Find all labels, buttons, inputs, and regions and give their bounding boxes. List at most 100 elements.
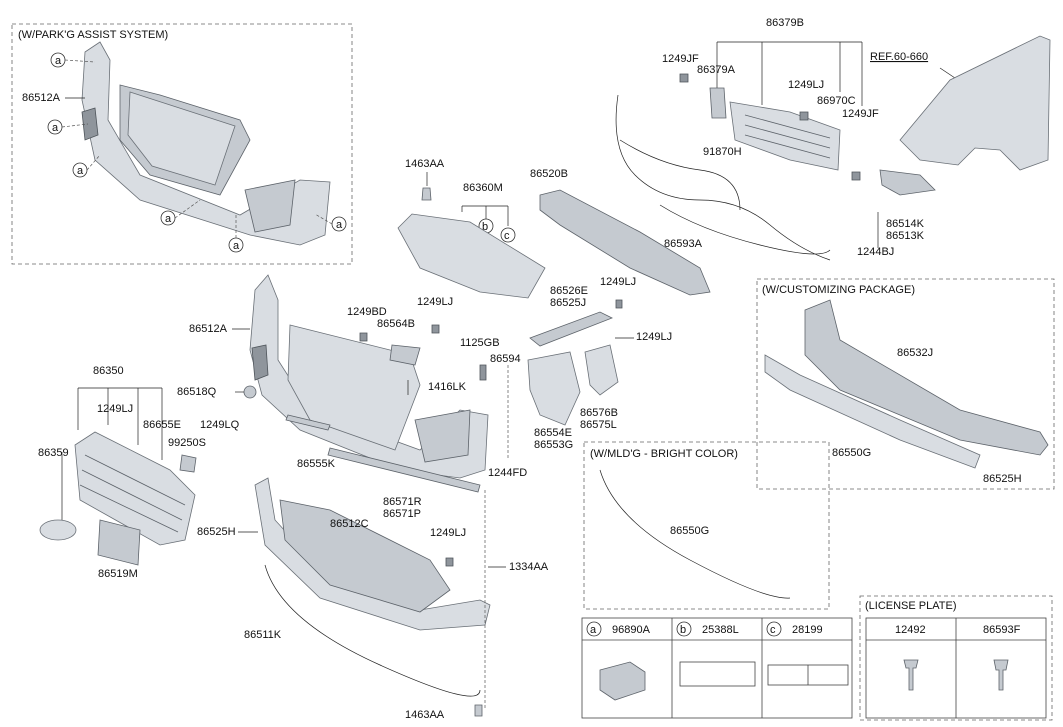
grille-86350 (74, 431, 196, 546)
svg-text:a: a (233, 240, 240, 252)
clip-1463AA (421, 187, 432, 201)
park-assist-title: (W/PARK'G ASSIST SYSTEM) (18, 29, 168, 41)
label-86532J: 86532J (897, 347, 933, 359)
label-91870H: 91870H (703, 146, 742, 158)
label-86564B: 86564B (377, 318, 415, 330)
parts-table-license: 12492 86593F (865, 617, 1047, 719)
label-86526E: 86526E (550, 285, 588, 297)
cap-86518Q (243, 385, 257, 399)
label-86513K: 86513K (886, 230, 925, 242)
svg-text:b: b (482, 221, 488, 233)
label-86575L: 86575L (580, 419, 617, 431)
label-1249BD: 1249BD (347, 306, 387, 318)
label-86525H-left: 86525H (197, 526, 236, 538)
sensor-96890A (599, 661, 646, 701)
label-86359: 86359 (38, 447, 69, 459)
bracket-99250S (179, 454, 197, 473)
license-part-2: 86593F (983, 624, 1021, 636)
label-86518Q: 86518Q (177, 386, 217, 398)
radiator-cover-86360M (397, 213, 546, 299)
strip-86555K (285, 414, 331, 431)
bumper-cover-park-assist (81, 41, 331, 246)
label-86594: 86594 (490, 353, 521, 365)
emblem-86359 (39, 519, 77, 541)
grille-86512C (279, 499, 451, 613)
strip-86511K (264, 564, 481, 697)
svg-text:a: a (52, 122, 59, 134)
customizing-frame (756, 278, 1055, 490)
label-86550G-mid: 86550G (670, 525, 709, 537)
license-frame (859, 595, 1053, 721)
label-1244FD: 1244FD (488, 467, 527, 479)
label-86350: 86350 (93, 365, 124, 377)
label-86593A: 86593A (664, 238, 703, 250)
customizing-title: (W/CUSTOMIZING PACKAGE) (762, 284, 915, 296)
label-86512C: 86512C (330, 518, 369, 530)
bolt-1249JF-a (679, 73, 689, 83)
label-1249LJ-a: 1249LJ (788, 79, 824, 91)
strip-86526E (529, 311, 613, 347)
ref-fender[interactable]: REF.60-660 (870, 51, 928, 63)
label-1249LQ: 1249LQ (200, 419, 240, 431)
label-86525J: 86525J (550, 297, 586, 309)
label-1249LJ-b: 1249LJ (600, 276, 636, 288)
svg-text:a: a (336, 219, 343, 231)
label-1249LJ-c: 1249LJ (636, 331, 672, 343)
label-86525H-right: 86525H (983, 473, 1022, 485)
license-part-1: 12492 (895, 624, 926, 636)
license-title: (LICENSE PLATE) (865, 600, 957, 612)
label-86512A-top: 86512A (22, 92, 61, 104)
label-1249LJ-e: 1249LJ (97, 403, 133, 415)
label-1244BJ: 1244BJ (857, 246, 894, 258)
label-86553G: 86553G (534, 439, 573, 451)
callout-a-group: a a a a a a (47, 52, 347, 253)
beam-absorber-86520B (539, 189, 711, 296)
svg-text:c: c (504, 230, 510, 242)
label-1249JF-a: 1249JF (662, 53, 699, 65)
svg-text:a: a (55, 55, 62, 67)
mldg-frame (583, 441, 830, 610)
label-86379B: 86379B (766, 17, 804, 29)
bracket-86564B (389, 344, 421, 366)
bracket-86554E (527, 351, 581, 426)
fender-outline (899, 35, 1051, 171)
svg-text:a: a (590, 624, 597, 636)
label-86571P: 86571P (383, 508, 421, 520)
label-1463AA-a: 1463AA (405, 158, 445, 170)
label-86571R: 86571R (383, 496, 422, 508)
molding-86550G (599, 469, 791, 599)
park-assist-frame (11, 23, 353, 265)
label-1334AA: 1334AA (509, 561, 549, 573)
table-b-part: 25388L (702, 624, 739, 636)
label-86379A: 86379A (697, 64, 736, 76)
label-86554E: 86554E (534, 427, 572, 439)
label-86514K: 86514K (886, 218, 925, 230)
parts-table-abc: a 96890A b 25388L c 28199 (581, 617, 853, 719)
svg-text:c: c (770, 624, 776, 636)
bolt-1249LJ-a (799, 111, 809, 121)
lower-86525H-custom (804, 299, 1049, 456)
strip-86571R (327, 447, 481, 493)
bolt-1249JF-b (851, 171, 861, 181)
label-1249LJ-f: 1249LJ (430, 527, 466, 539)
label-86550G-right: 86550G (832, 447, 871, 459)
plate-86519M (97, 519, 141, 566)
wiring-91870H (615, 94, 831, 261)
label-86555K: 86555K (297, 458, 336, 470)
label-1125GB: 1125GB (460, 337, 500, 349)
bumper-cover-86512A (249, 274, 489, 479)
label-86655E: 86655E (143, 419, 181, 431)
mldg-title: (W/MLD'G - BRIGHT COLOR) (590, 448, 738, 460)
screw-12492 (903, 659, 919, 691)
label-86512A-mid: 86512A (189, 323, 228, 335)
label-25388L-icons (679, 661, 756, 687)
table-a-part: 96890A (612, 624, 651, 636)
label-1416LK: 1416LK (428, 381, 467, 393)
label-86360M: 86360M (463, 182, 503, 194)
svg-text:a: a (77, 165, 84, 177)
label-86576B: 86576B (580, 407, 618, 419)
lip-86550G (764, 354, 981, 469)
label-1463AA-b: 1463AA (405, 709, 445, 721)
table-c-part: 28199 (792, 624, 823, 636)
